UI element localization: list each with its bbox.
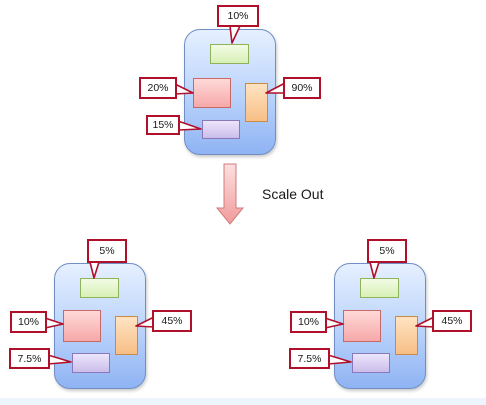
callout-bottom-left-green: 5% [87, 239, 127, 263]
workload-block-purple [72, 353, 110, 373]
workload-block-red [63, 310, 101, 342]
callout-top-green: 10% [217, 5, 259, 27]
callout-bottom-left-orange: 45% [152, 310, 192, 332]
callout-top-red: 20% [139, 77, 177, 99]
workload-block-green [80, 278, 119, 298]
callout-bottom-right-red: 10% [290, 311, 327, 333]
callout-bottom-left-red: 10% [10, 311, 47, 333]
callout-bottom-right-purple: 7.5% [289, 348, 330, 369]
workload-block-green [360, 278, 399, 298]
callout-top-purple: 15% [146, 115, 180, 135]
workload-block-orange [395, 316, 418, 355]
workload-block-purple [352, 353, 390, 373]
callout-bottom-left-purple: 7.5% [9, 348, 50, 369]
server-node-bottom-left [54, 263, 146, 389]
callout-top-orange: 90% [283, 77, 321, 99]
workload-block-purple [202, 120, 240, 139]
workload-block-orange [115, 316, 138, 355]
server-node-top [184, 29, 276, 155]
workload-block-green [210, 44, 249, 64]
server-node-bottom-right [334, 263, 426, 389]
workload-block-red [193, 78, 231, 108]
bottom-strip [0, 398, 486, 405]
callout-bottom-right-green: 5% [367, 239, 407, 263]
workload-block-orange [245, 83, 268, 122]
callout-bottom-right-orange: 45% [432, 310, 472, 332]
scale-out-label: Scale Out [262, 186, 324, 202]
workload-block-red [343, 310, 381, 342]
